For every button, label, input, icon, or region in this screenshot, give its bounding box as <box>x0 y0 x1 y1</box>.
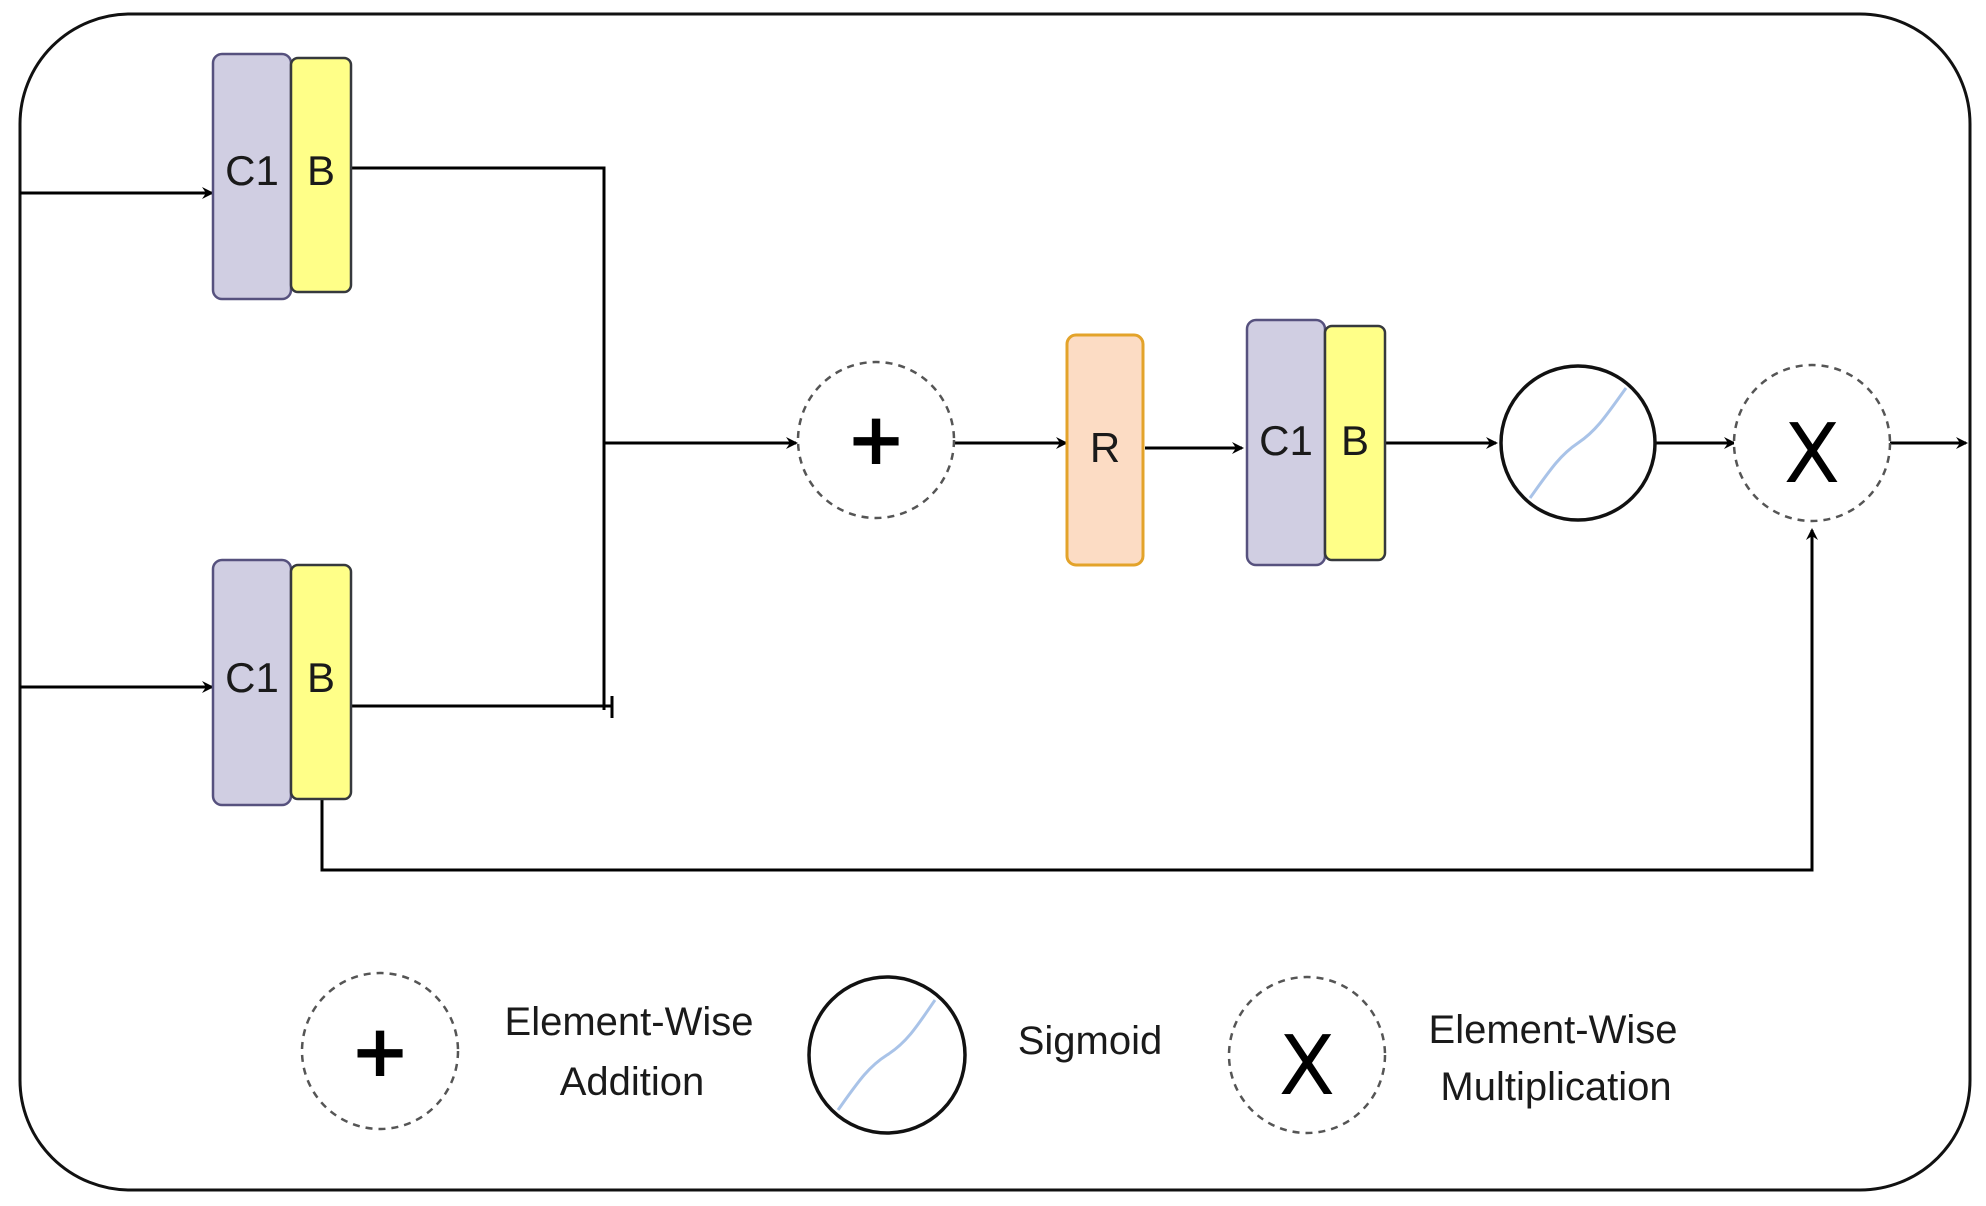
outer-frame <box>18 12 1972 1192</box>
multiplication-symbol: X <box>1784 407 1840 502</box>
legend-addition-symbol: + <box>350 1009 410 1093</box>
top-c1-label: C1 <box>225 147 279 194</box>
middle-b-block <box>1323 324 1387 562</box>
addition-symbol: + <box>846 397 906 481</box>
relu-block <box>1065 333 1145 567</box>
legend-sigmoid-label: Sigmoid <box>1018 1019 1163 1063</box>
legend-multiplication-icon <box>1227 975 1387 1135</box>
multiplication-node <box>1732 363 1892 523</box>
legend-multiplication-line2: Multiplication <box>1440 1065 1671 1109</box>
top-b-block <box>289 56 353 294</box>
legend-multiplication-line1: Element-Wise <box>1429 1008 1678 1052</box>
middle-c1-label: C1 <box>1259 417 1313 464</box>
legend-addition-line1: Element-Wise <box>505 1000 754 1044</box>
legend-sigmoid-curve-icon <box>836 999 937 1111</box>
bottom-c1-label: C1 <box>225 654 279 701</box>
sigmoid-curve-icon <box>1528 387 1628 499</box>
legend-addition-line2: Addition <box>560 1060 705 1104</box>
middle-b-label: B <box>1341 417 1369 464</box>
top-b-label: B <box>307 147 335 194</box>
skip-connection-wire <box>320 528 1818 872</box>
bottom-b-label: B <box>307 654 335 701</box>
bottom-b-block <box>289 563 353 801</box>
relu-label: R <box>1090 424 1120 471</box>
addition-node <box>796 360 956 520</box>
legend-multiplication-symbol: X <box>1279 1019 1335 1114</box>
legend-addition-icon <box>300 971 460 1131</box>
top-branch-wire <box>351 166 606 710</box>
